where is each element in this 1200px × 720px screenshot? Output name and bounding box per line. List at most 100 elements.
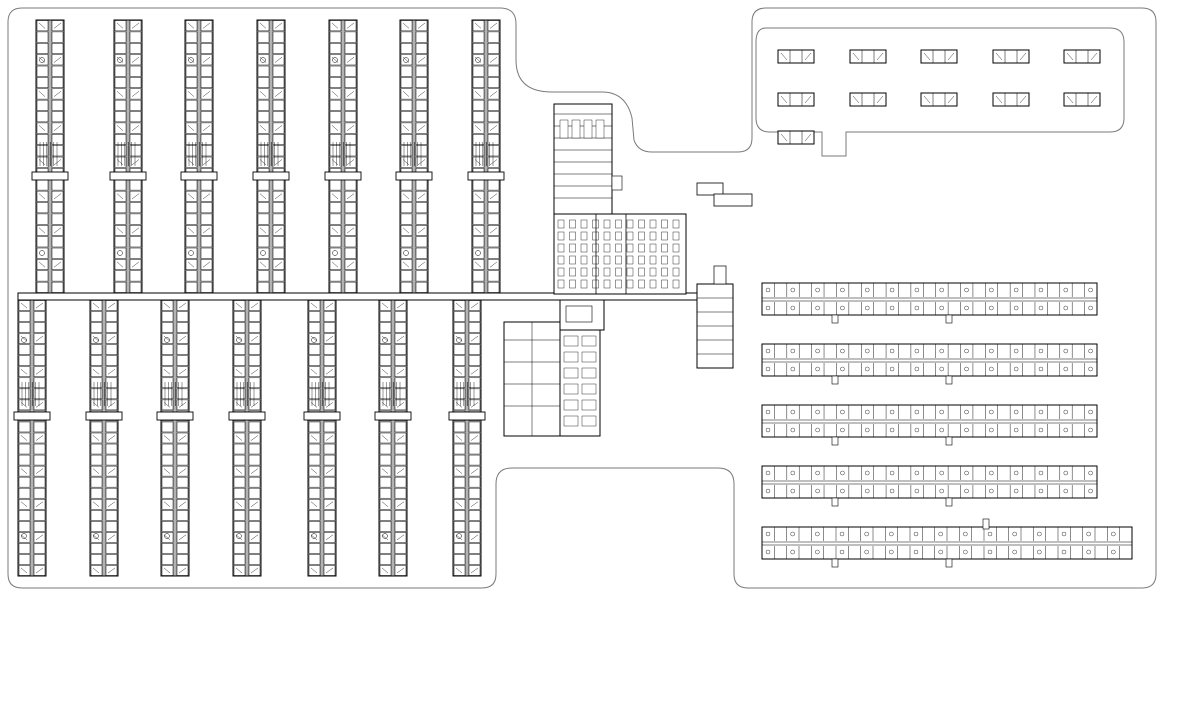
room (114, 236, 127, 248)
room (487, 43, 500, 54)
room-fixture (178, 402, 187, 408)
room-fixture (250, 567, 259, 574)
linear-fixture (989, 287, 994, 293)
linear-fixture (914, 366, 920, 372)
linear-tower (982, 518, 990, 530)
room (453, 300, 466, 311)
north-block-1 (31, 19, 69, 294)
room-fixture (107, 468, 116, 474)
room (344, 65, 357, 77)
room-fixture (274, 22, 283, 29)
linear-fixture (815, 531, 820, 537)
room (415, 65, 428, 77)
room-fixture (402, 22, 410, 29)
room-fixture (250, 369, 259, 375)
column-marker (382, 533, 388, 539)
room (36, 134, 49, 145)
room (487, 281, 500, 293)
room-fixture (107, 402, 116, 408)
room (233, 554, 246, 565)
room (308, 377, 321, 389)
room-fixture (235, 567, 243, 574)
unit-fixture (1019, 52, 1027, 61)
linear-fixture (865, 427, 870, 433)
room-fixture (381, 468, 389, 474)
linear-fixture (765, 409, 771, 415)
room (400, 43, 413, 54)
room (379, 565, 392, 576)
linear-fixture (790, 427, 796, 433)
linear-fixture (1013, 427, 1019, 433)
room (329, 88, 342, 100)
room-fixture (396, 435, 405, 441)
room (400, 54, 413, 66)
room (394, 454, 407, 466)
room (114, 179, 127, 191)
room (185, 179, 198, 191)
room (468, 377, 481, 389)
room (200, 99, 213, 111)
linear-fixture (765, 305, 771, 311)
room-fixture (274, 159, 283, 166)
desk (580, 255, 588, 265)
room (487, 77, 500, 88)
room-fixture (331, 261, 339, 268)
desk (603, 231, 611, 241)
room (272, 31, 285, 43)
room (394, 421, 407, 433)
linear-fixture (865, 409, 870, 415)
room-fixture (259, 22, 267, 29)
room-fixture (187, 91, 195, 97)
room (487, 65, 500, 77)
room (400, 31, 413, 43)
desk (603, 267, 611, 277)
linear-stair (945, 436, 953, 446)
room (468, 476, 481, 488)
room-fixture (107, 302, 116, 309)
room (308, 344, 321, 355)
room (161, 476, 174, 488)
column-marker (332, 57, 338, 63)
room-fixture (53, 125, 62, 131)
linear-fixture (815, 549, 820, 555)
column-marker (93, 533, 99, 539)
room (18, 322, 31, 333)
room-fixture (163, 501, 171, 507)
room (18, 300, 31, 311)
room (105, 344, 118, 355)
room (453, 432, 466, 444)
column-marker (260, 57, 266, 63)
unit-fixture (947, 52, 955, 61)
room-fixture (187, 125, 195, 131)
linear-fixture (939, 287, 944, 293)
linear-fixture (1063, 305, 1068, 311)
linear-fixture (840, 470, 845, 476)
room (453, 487, 466, 499)
room (90, 311, 103, 322)
column-marker (456, 533, 462, 539)
room-fixture (202, 227, 211, 234)
room (161, 388, 174, 400)
room (472, 43, 485, 54)
linear-fixture (989, 348, 994, 354)
staff-unit-6 (777, 92, 815, 107)
room (248, 355, 261, 366)
linear-fixture (1013, 366, 1019, 372)
stair-lobby (31, 171, 69, 181)
linear-fixture (1038, 470, 1044, 476)
room (18, 311, 31, 322)
room (36, 43, 49, 54)
room (257, 99, 270, 111)
room (161, 399, 174, 411)
room (90, 498, 103, 510)
room-fixture (250, 302, 259, 309)
room (453, 399, 466, 411)
unit-fixture (1066, 95, 1074, 104)
room-fixture (331, 22, 339, 29)
room (36, 88, 49, 100)
desk (638, 231, 645, 241)
room (200, 213, 213, 225)
desk (649, 279, 657, 289)
room (257, 179, 270, 191)
linear-fixture (939, 488, 944, 494)
